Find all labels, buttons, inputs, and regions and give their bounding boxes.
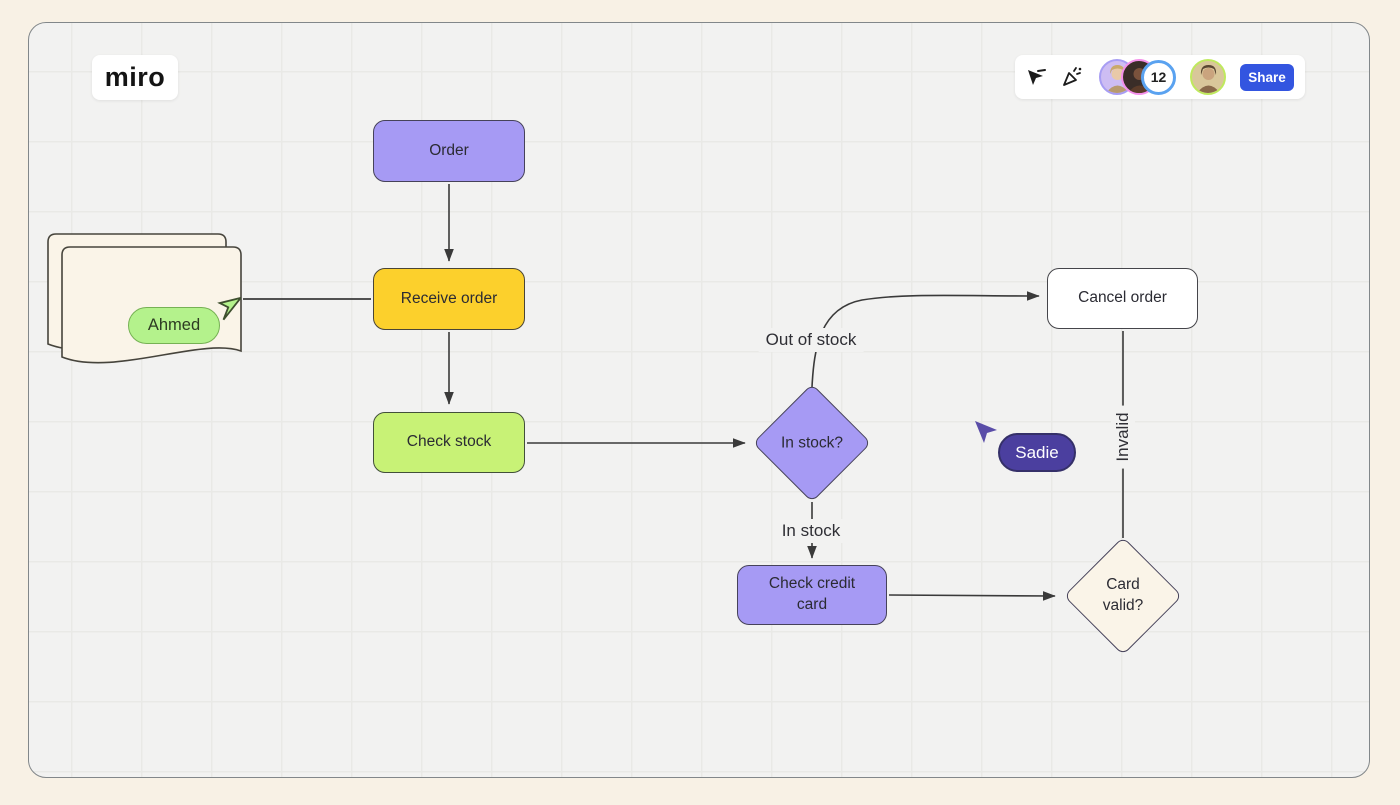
share-button-label: Share — [1248, 69, 1286, 85]
node-cancel-order-label: Cancel order — [1078, 289, 1167, 307]
node-check-credit-card[interactable]: Check credit card — [737, 565, 887, 625]
node-check-stock-label: Check stock — [406, 433, 492, 451]
miro-logo[interactable]: miro — [92, 55, 178, 100]
document-front — [61, 246, 242, 364]
node-receive-order[interactable]: Receive order — [373, 268, 525, 330]
miro-logo-text: miro — [104, 62, 166, 92]
avatar-collaborator-3[interactable] — [1190, 59, 1226, 95]
top-toolbar: 12 Share — [1015, 55, 1305, 99]
avatar-stack: 12 — [1099, 59, 1176, 95]
collaborator-count-badge[interactable]: 12 — [1141, 59, 1176, 95]
node-receive-order-label: Receive order — [400, 289, 498, 307]
edge-label-out-of-stock[interactable]: Out of stock — [758, 328, 864, 352]
node-check-stock[interactable]: Check stock — [373, 412, 525, 473]
collaborator-count: 12 — [1150, 69, 1167, 85]
edge-label-invalid[interactable]: Invalid — [1111, 405, 1135, 469]
node-order[interactable]: Order — [373, 120, 525, 182]
share-button[interactable]: Share — [1240, 63, 1294, 91]
edge-label-in-stock[interactable]: In stock — [774, 519, 848, 543]
cursor-tool-icon[interactable] — [1023, 64, 1049, 90]
node-check-credit-card-label: Check credit card — [768, 575, 856, 613]
node-order-label: Order — [429, 141, 469, 159]
multi-document-shape[interactable] — [38, 226, 253, 376]
party-popper-icon[interactable] — [1059, 64, 1085, 90]
node-cancel-order[interactable]: Cancel order — [1047, 268, 1198, 329]
whiteboard-canvas[interactable] — [28, 22, 1370, 778]
